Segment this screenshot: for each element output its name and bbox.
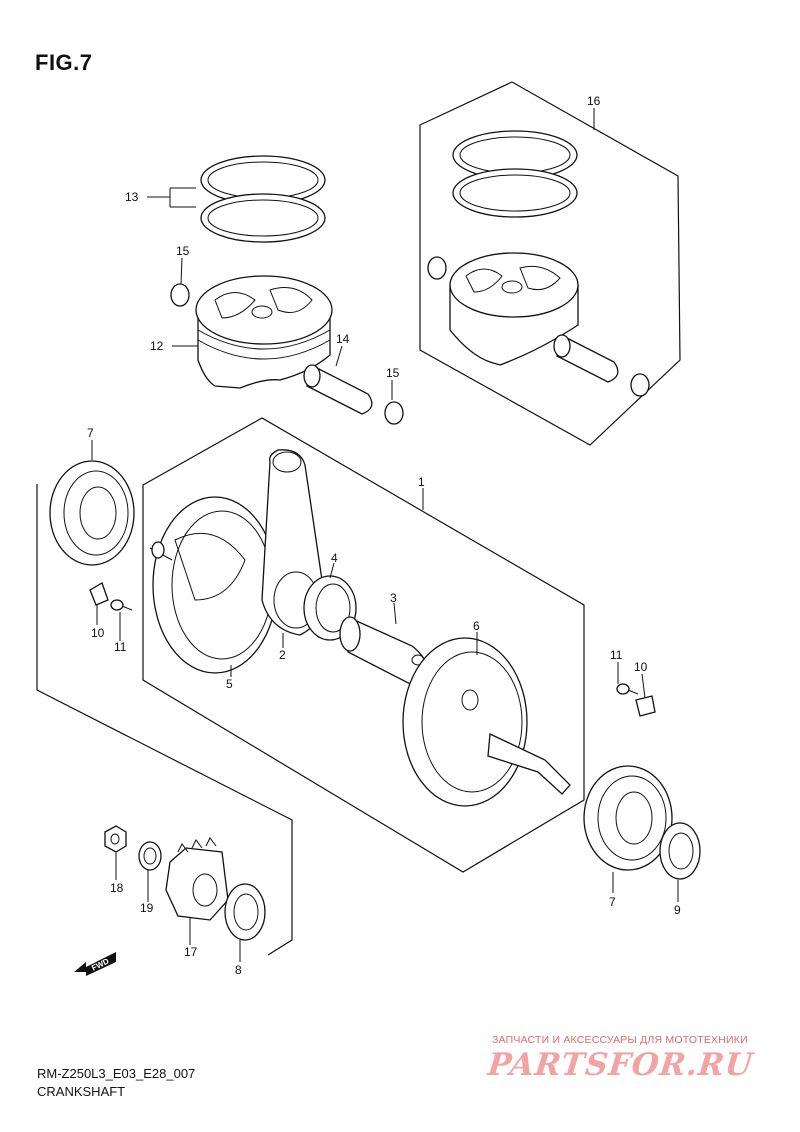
part-ref-7-left: 7 — [87, 426, 94, 440]
part-ref-11-left: 11 — [114, 640, 127, 654]
part-ref-10-right: 10 — [634, 660, 648, 674]
crankshaft-assembly-frame — [142, 417, 585, 873]
part-reference-labels: 1 2 3 4 5 6 7 7 8 9 10 10 11 11 12 13 14… — [87, 94, 681, 977]
lower-group-frame — [36, 484, 293, 956]
forward-direction-icon: FWD — [74, 952, 116, 976]
part-ref-7-right: 7 — [609, 895, 616, 909]
left-crank-bearing — [49, 460, 135, 566]
piston-pin-circlip-right — [384, 401, 404, 425]
part-ref-16: 16 — [587, 94, 601, 108]
figure-name: CRANKSHAFT — [37, 1084, 126, 1099]
right-retainer-bolt — [616, 683, 639, 695]
piston-pin-circlip-left — [170, 283, 190, 307]
part-ref-12: 12 — [150, 339, 164, 353]
piston — [195, 275, 333, 389]
part-ref-9: 9 — [674, 903, 681, 917]
leader-lines — [91, 108, 679, 962]
right-crank-bearing — [583, 765, 673, 871]
left-retainer-plate — [89, 582, 109, 606]
part-ref-13: 13 — [125, 190, 139, 204]
part-ref-17: 17 — [184, 945, 198, 959]
crankshaft-nut — [104, 825, 127, 853]
right-retainer-plate — [635, 695, 656, 717]
part-ref-5: 5 — [226, 677, 233, 691]
figure-code: RM-Z250L3_E03_E28_007 — [37, 1066, 196, 1081]
left-crank-wheel — [149, 496, 278, 674]
piston-kit — [427, 130, 650, 397]
primary-drive-gear — [165, 837, 229, 921]
part-ref-11-right: 11 — [610, 648, 623, 662]
part-ref-3: 3 — [390, 591, 397, 605]
piston-kit-frame — [419, 81, 681, 446]
right-crank-wheel — [402, 637, 571, 807]
part-ref-8: 8 — [235, 963, 242, 977]
forward-direction-label: FWD — [90, 957, 111, 973]
piston-rings — [200, 155, 326, 243]
part-ref-10-left: 10 — [91, 626, 105, 640]
watermark-caption: ЗАПЧАСТИ И АКСЕССУАРЫ ДЛЯ МОТОТЕХНИКИ — [492, 1034, 748, 1046]
part-ref-18: 18 — [110, 881, 124, 895]
part-ref-2: 2 — [279, 648, 286, 662]
right-oil-seal — [659, 822, 701, 880]
figure-title: FIG.7 — [35, 50, 93, 75]
part-ref-15-upper: 15 — [176, 244, 190, 258]
part-ref-15-lower: 15 — [386, 366, 400, 380]
part-ref-19: 19 — [140, 901, 154, 915]
watermark-logo: PARTSFOR.RU — [486, 1047, 756, 1083]
piston-pin — [303, 364, 373, 415]
part-ref-1: 1 — [418, 475, 425, 489]
part-ref-4: 4 — [331, 551, 338, 565]
left-retainer-bolt — [110, 599, 133, 611]
part-ref-6: 6 — [473, 619, 480, 633]
crankshaft-washer — [138, 841, 162, 871]
part-ref-14: 14 — [336, 332, 350, 346]
left-oil-seal — [224, 883, 266, 941]
